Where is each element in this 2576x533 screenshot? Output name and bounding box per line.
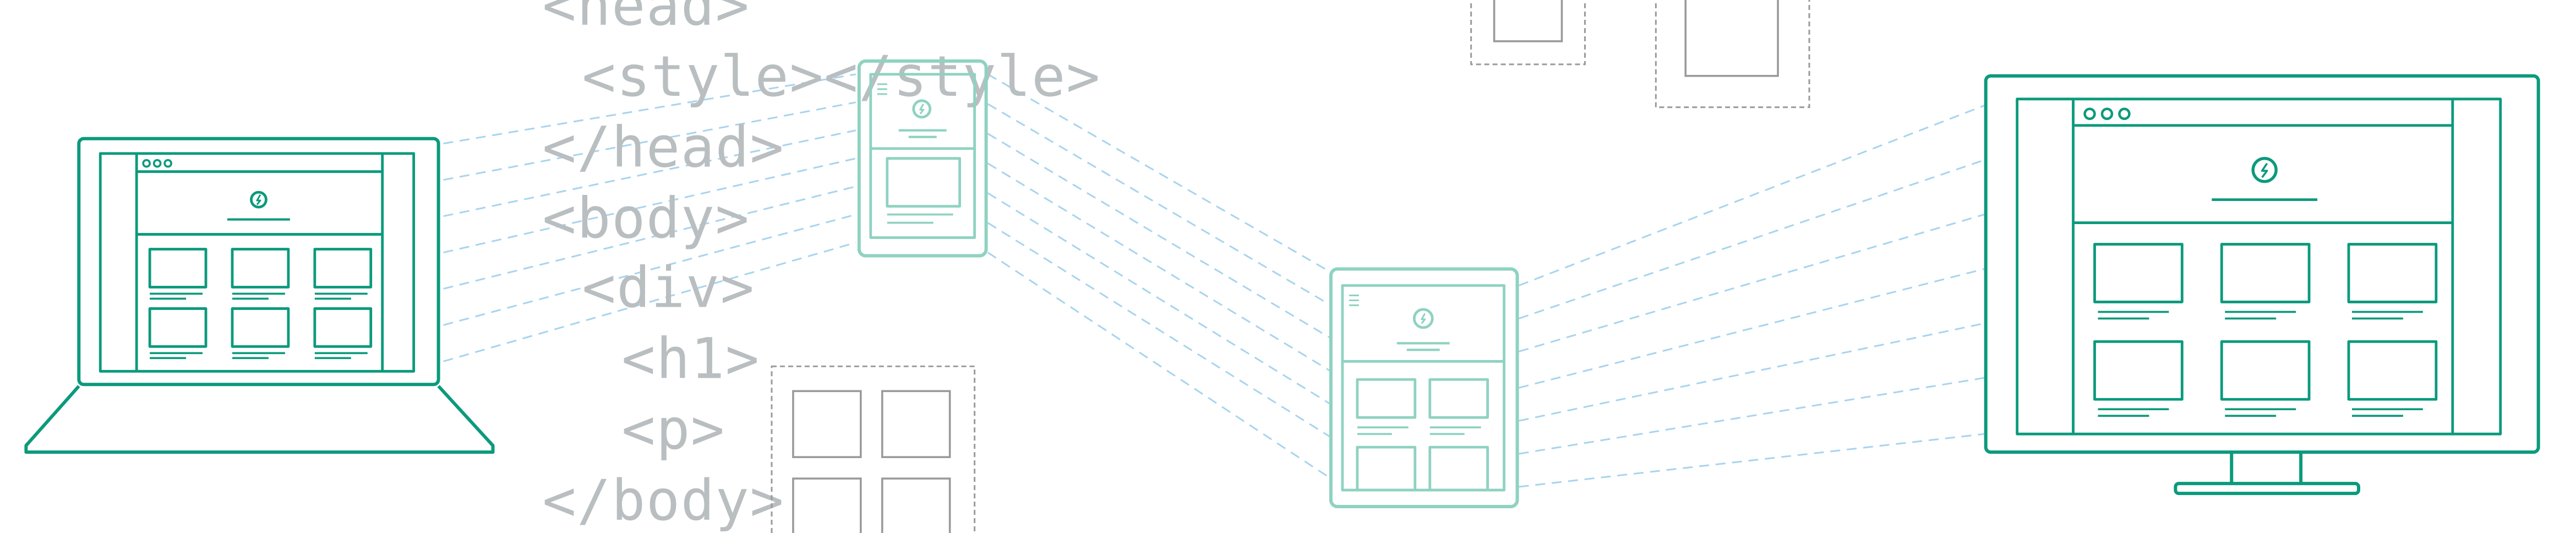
code-snippet: <head> <style></style> </head> <body> <d…: [542, 0, 1100, 533]
connector-lines: [443, 73, 1985, 488]
hamburger-menu-icon: [1349, 294, 1359, 306]
wireframe-box-top-left: [1470, 0, 1586, 66]
phone-icon: [857, 59, 988, 258]
code-line-body-open: <body>: [542, 186, 750, 252]
tablet-icon: [1329, 267, 1519, 509]
window-dots-icon: [142, 159, 172, 168]
wireframe-grid-box: [771, 365, 976, 533]
bolt-logo-icon: [250, 191, 268, 209]
hamburger-menu-icon: [877, 83, 887, 95]
wireframe-box-top-right: [1655, 0, 1810, 108]
window-dots-icon: [2083, 107, 2131, 121]
code-line-div: <div>: [582, 255, 755, 320]
code-line-body-close: </body>: [542, 468, 784, 533]
bolt-logo-icon: [1412, 308, 1434, 329]
monitor-icon: [1984, 74, 2540, 496]
code-line-p: <p>: [621, 397, 725, 463]
code-line-head-open: <head>: [542, 0, 750, 39]
code-line-style: <style></style>: [582, 44, 1101, 110]
laptop-icon: [24, 137, 495, 454]
bolt-logo-icon: [2251, 157, 2278, 183]
bolt-logo-icon: [912, 99, 932, 119]
code-line-head-close: </head>: [542, 115, 784, 181]
code-line-h1: <h1>: [621, 326, 760, 391]
